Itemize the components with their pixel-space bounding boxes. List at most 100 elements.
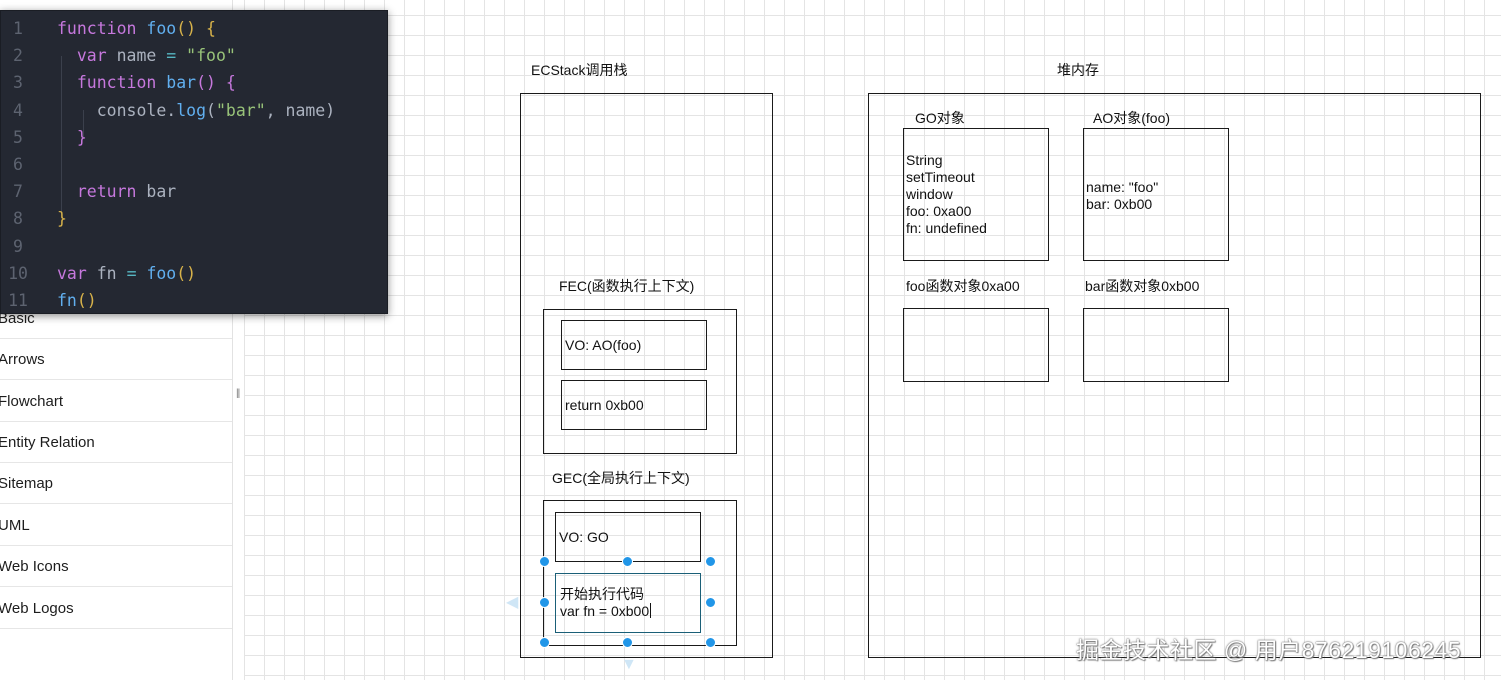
connect-arrow-left-icon[interactable]: ◀ bbox=[506, 594, 519, 611]
fec-return-box[interactable]: return 0xb00 bbox=[561, 380, 707, 430]
sidebar-item-basic[interactable]: Basic bbox=[0, 298, 232, 339]
ao-box[interactable]: name: "foo" bar: 0xb00 bbox=[1083, 128, 1229, 261]
foo-fn-box[interactable] bbox=[903, 308, 1049, 382]
sidebar-item-label: Flowchart bbox=[0, 393, 64, 410]
gec-exec-line1: 开始执行代码 bbox=[560, 586, 644, 602]
code-line: 9 bbox=[1, 233, 387, 260]
line-number: 3 bbox=[13, 73, 23, 93]
ao-title: AO对象(foo) bbox=[1093, 110, 1171, 126]
selection-handle-middle-right[interactable] bbox=[705, 597, 716, 608]
line-number: 9 bbox=[13, 236, 23, 256]
code-token: function bbox=[57, 19, 147, 38]
indent-guide bbox=[61, 164, 62, 218]
sidebar-item-uml[interactable]: UML bbox=[0, 505, 232, 546]
line-number: 10 bbox=[8, 263, 28, 283]
code-token: = bbox=[166, 46, 187, 66]
selection-handle-bottom-center[interactable] bbox=[622, 637, 633, 648]
selection-handle-top-right[interactable] bbox=[705, 556, 716, 567]
code-token: bar bbox=[166, 73, 197, 93]
selection-handle-top-left[interactable] bbox=[539, 556, 550, 567]
foo-fn-title: foo函数对象0xa00 bbox=[906, 278, 1020, 294]
selection-handle-top-center[interactable] bbox=[622, 556, 633, 567]
line-number: 4 bbox=[13, 100, 23, 120]
line-number: 6 bbox=[13, 155, 23, 174]
code-line: 5 } bbox=[1, 124, 387, 151]
code-token: var bbox=[57, 46, 117, 66]
gec-label: GEC(全局执行上下文) bbox=[552, 470, 690, 486]
line-number: 1 bbox=[13, 19, 23, 38]
sidebar-item-label: Web Logos bbox=[0, 600, 74, 617]
selection-handle-bottom-right[interactable] bbox=[705, 637, 716, 648]
line-number: 2 bbox=[13, 46, 23, 66]
sidebar-item-arrows[interactable]: Arrows bbox=[0, 339, 232, 380]
ao-contents: name: "foo" bar: 0xb00 bbox=[1086, 179, 1159, 212]
code-token: , name) bbox=[265, 100, 336, 120]
line-number: 5 bbox=[13, 127, 23, 147]
bar-fn-title: bar函数对象0xb00 bbox=[1085, 278, 1200, 294]
fec-label: FEC(函数执行上下文) bbox=[559, 278, 695, 294]
selection-handle-bottom-left[interactable] bbox=[539, 637, 550, 648]
fec-vo-box[interactable]: VO: AO(foo) bbox=[561, 320, 707, 370]
bar-fn-box[interactable] bbox=[1083, 308, 1229, 382]
sidebar-item-label: UML bbox=[0, 517, 30, 534]
go-contents: String setTimeout window foo: 0xa00 fn: … bbox=[906, 152, 987, 236]
code-token: bar bbox=[146, 182, 177, 202]
indent-guide bbox=[83, 110, 84, 137]
ecstack-box[interactable] bbox=[520, 93, 773, 658]
gec-exec-line2: var fn = 0xb00 bbox=[560, 603, 650, 619]
go-title: GO对象 bbox=[915, 110, 965, 126]
code-token: var bbox=[57, 263, 97, 283]
indent-guide bbox=[61, 56, 62, 164]
code-line: 7 return bar bbox=[1, 178, 387, 205]
fec-box[interactable] bbox=[543, 309, 737, 454]
sidebar-resize-handle[interactable]: || bbox=[236, 388, 240, 399]
code-line: 10 var fn = foo() bbox=[1, 260, 387, 287]
code-token: console. bbox=[57, 100, 177, 120]
gec-exec-line2-wrap: var fn = 0xb00 bbox=[560, 603, 652, 620]
line-number: 7 bbox=[13, 182, 23, 202]
fec-return-text: return 0xb00 bbox=[565, 397, 644, 413]
code-line: 6 bbox=[1, 151, 387, 178]
connect-arrow-down-icon[interactable]: ▼ bbox=[621, 656, 637, 673]
sidebar-item-sitemap[interactable]: Sitemap bbox=[0, 463, 232, 504]
code-token: function bbox=[57, 73, 167, 93]
code-token: () { bbox=[196, 73, 236, 93]
code-token: () bbox=[76, 291, 97, 310]
code-token: fn bbox=[57, 291, 77, 310]
code-text: fn() bbox=[57, 287, 97, 314]
gec-vo-box[interactable]: VO: GO bbox=[555, 512, 701, 562]
gec-box[interactable] bbox=[543, 500, 737, 646]
code-text: var fn = foo() bbox=[57, 260, 196, 287]
code-text: console.log("bar", name) bbox=[57, 97, 335, 124]
code-token: ( bbox=[206, 100, 216, 120]
go-box[interactable]: String setTimeout window foo: 0xa00 fn: … bbox=[903, 128, 1049, 261]
sidebar-item-web-icons[interactable]: Web Icons bbox=[0, 546, 232, 587]
code-text: var name = "foo" bbox=[57, 42, 236, 69]
code-token: fn bbox=[96, 263, 127, 283]
code-token: } bbox=[57, 209, 67, 229]
code-text: return bar bbox=[57, 178, 176, 205]
heap-box[interactable] bbox=[868, 93, 1481, 658]
sidebar-item-label: Entity Relation bbox=[0, 434, 95, 451]
code-token: name bbox=[116, 46, 167, 66]
sidebar-item-web-logos[interactable]: Web Logos bbox=[0, 588, 232, 629]
code-line: 4 console.log("bar", name) bbox=[1, 97, 387, 124]
selection-handle-middle-left[interactable] bbox=[539, 597, 550, 608]
code-line: 3 function bar() { bbox=[1, 69, 387, 96]
code-line: 8} bbox=[1, 205, 387, 232]
sidebar-item-label: Web Icons bbox=[0, 558, 69, 575]
diagram-canvas[interactable] bbox=[244, 0, 1501, 680]
line-number: 11 bbox=[8, 291, 28, 310]
code-token: foo bbox=[146, 263, 177, 283]
sidebar-item-flowchart[interactable]: Flowchart bbox=[0, 381, 232, 422]
watermark: 掘金技术社区 @ 用户876219106245 bbox=[1076, 637, 1462, 663]
code-token: = bbox=[126, 263, 147, 283]
code-text: function foo() { bbox=[57, 15, 216, 42]
code-token: return bbox=[57, 182, 147, 202]
code-text: } bbox=[57, 124, 87, 151]
sidebar-item-entity-relation[interactable]: Entity Relation bbox=[0, 422, 232, 463]
code-token: foo bbox=[146, 19, 177, 38]
text-cursor bbox=[650, 603, 652, 618]
gec-exec-box[interactable]: 开始执行代码 var fn = 0xb00 bbox=[555, 573, 701, 633]
